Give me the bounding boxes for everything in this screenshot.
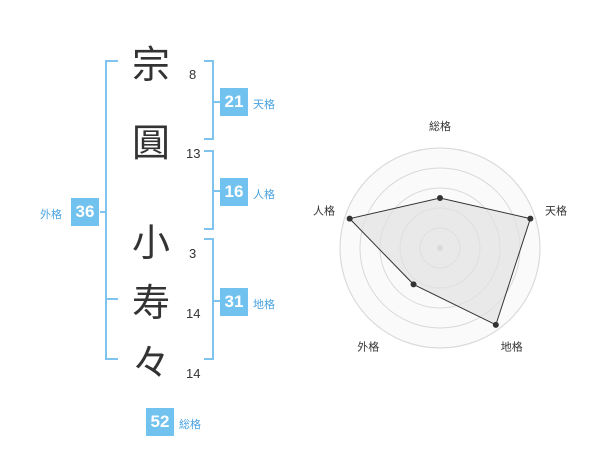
radar-axis-label-1: 総格 [429,119,451,133]
radar-axis-label-5: 人格 [313,203,335,217]
chikaku-label: 地格 [253,298,275,311]
stroke-count-1: 8 [189,67,197,82]
radar-point-1 [437,195,443,201]
stroke-count-4: 14 [186,306,201,321]
radar-point-2 [527,215,534,222]
gaikaku-badge: 36 [71,198,99,226]
soukaku-badge: 52 [146,408,174,436]
tenkaku-label: 天格 [253,98,275,111]
name-char-5: 々 [131,341,170,385]
jinkaku-label: 人格 [253,188,275,201]
stroke-count-3: 3 [189,246,197,261]
tenkaku-badge: 21 [220,88,248,116]
name-char-3: 小 [131,221,170,265]
jinkaku-badge: 16 [220,178,248,206]
chikaku-badge: 31 [220,288,248,316]
name-char-4: 寿 [131,281,170,325]
radar-point-3 [492,321,499,328]
radar-axis-label-2: 天格 [545,203,567,217]
radar-axis-label-3: 地格 [501,340,523,354]
radar-polygon [348,197,531,326]
name-char-2: 圓 [131,121,170,165]
name-char-1: 宗 [131,43,170,87]
soukaku-label: 総格 [179,418,201,431]
stroke-count-5: 14 [186,366,201,381]
radar-grid-ring [339,147,541,349]
radar-point-4 [410,281,417,288]
radar-points [346,195,534,328]
stroke-count-2: 13 [186,146,201,161]
radar-axis-label-4: 外格 [357,340,379,354]
radar-point-5 [346,215,353,222]
gaikaku-label: 外格 [40,208,62,221]
